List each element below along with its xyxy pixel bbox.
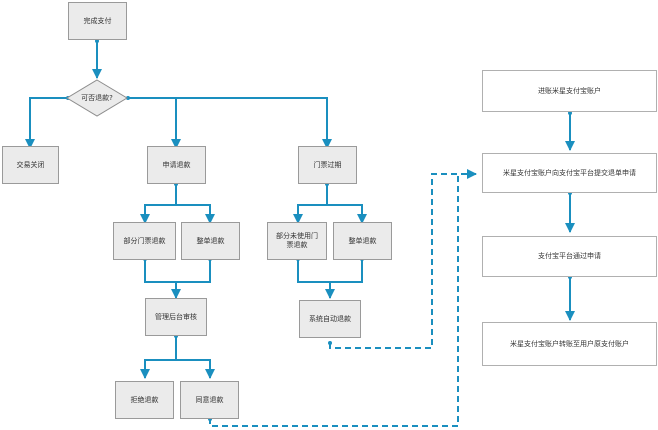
edge-full-to-review [176, 258, 211, 283]
edge-decision-to-apply [128, 97, 181, 149]
node-label: 同意退款 [195, 395, 224, 404]
connector-dot [126, 96, 130, 100]
node-complete-payment: 完成支付 [68, 2, 127, 40]
node-submit-refund-request: 米星支付宝账户向支付宝平台提交退单申请 [482, 153, 657, 193]
decision-diamond [66, 79, 128, 117]
node-label: 拒绝退款 [130, 395, 159, 404]
node-label: 部分未使用门票退款 [276, 232, 318, 249]
edge-approve-to-submit-dashed [209, 174, 459, 427]
node-label: 支付宝平台通过申请 [538, 252, 601, 260]
node-label: 米星支付宝账户转账至用户原支付账户 [510, 339, 629, 348]
node-approve-refund: 同意退款 [180, 381, 239, 419]
connector-dot [328, 341, 332, 345]
edge-expired-to-partial-unused [293, 183, 328, 224]
node-label: 系统自动退款 [309, 314, 351, 323]
node-alipay-approve: 支付宝平台通过申请 [482, 236, 657, 277]
node-full-refund: 整单退款 [181, 222, 240, 260]
node-label: 管理后台审核 [155, 312, 197, 321]
node-label: 申请退款 [162, 160, 191, 169]
node-partial-ticket-refund: 部分门票退款 [113, 222, 176, 260]
node-full-refund-expired: 整单退款 [333, 222, 392, 260]
edge-apply-to-partial [140, 183, 177, 224]
connector-dot [568, 111, 572, 115]
edge-full-expired-to-auto [330, 258, 363, 283]
node-transfer-to-user: 米星支付宝账户转账至用户原支付账户 [482, 322, 657, 366]
node-credit-mixing-alipay: 进账米星支付宝账户 [482, 70, 657, 112]
node-close-transaction: 交易关闭 [2, 146, 59, 184]
node-system-auto-refund: 系统自动退款 [299, 300, 361, 338]
node-apply-refund: 申请退款 [147, 146, 206, 184]
node-label: 部分门票退款 [123, 236, 166, 245]
node-label: 整单退款 [348, 236, 377, 245]
edge-decision-to-expired [128, 97, 332, 149]
edge-decision-to-close [25, 97, 68, 149]
edge-review-to-reject [140, 335, 177, 379]
edge-apply-to-full [175, 183, 215, 224]
connector-dot [95, 39, 99, 43]
node-partial-unused-refund: 部分未使用门票退款 [267, 222, 327, 260]
node-ticket-expired: 门票过期 [298, 146, 357, 184]
node-label: 交易关闭 [16, 160, 45, 169]
node-label: 整单退款 [196, 236, 225, 245]
edge-auto-to-submit-dashed [329, 169, 477, 349]
edge-partial-to-review [144, 258, 181, 299]
node-admin-review: 管理后台审核 [145, 298, 207, 336]
edge-expired-to-full [326, 183, 367, 224]
node-reject-refund: 拒绝退款 [115, 381, 174, 419]
node-label: 门票过期 [313, 160, 342, 169]
node-label: 进账米星支付宝账户 [538, 86, 601, 95]
edge-partial-unused-to-auto [297, 258, 335, 299]
node-label: 完成支付 [83, 16, 112, 25]
decision-label: 可否退款? [81, 94, 113, 102]
node-label: 米星支付宝账户向支付宝平台提交退单申请 [503, 168, 636, 177]
edge-review-to-approve [175, 335, 215, 379]
